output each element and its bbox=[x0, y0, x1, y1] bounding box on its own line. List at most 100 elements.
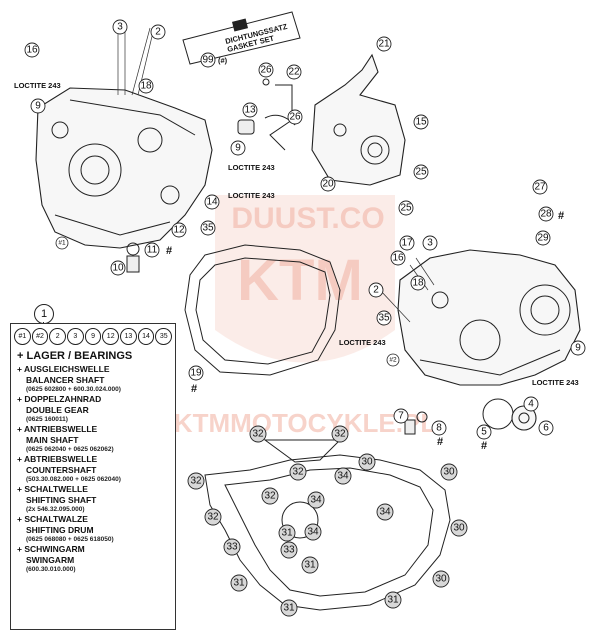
callout-35-right: 35 bbox=[376, 310, 392, 326]
svg-text:5: 5 bbox=[481, 427, 487, 438]
callout-34-b: 34 bbox=[307, 491, 325, 509]
callout-31-e: 31 bbox=[280, 599, 298, 617]
callout-15: 15 bbox=[413, 114, 429, 130]
legend-item-en: SWINGARM bbox=[26, 554, 75, 565]
callout-2-upper: 2 bbox=[150, 24, 166, 40]
svg-text:9: 9 bbox=[235, 143, 241, 154]
callout-22: 22 bbox=[286, 64, 302, 80]
callout-30-c: 30 bbox=[450, 519, 468, 537]
gasket-set-suffix: (#) bbox=[218, 56, 228, 65]
svg-text:11: 11 bbox=[147, 245, 158, 256]
callout-3-right: 3 bbox=[422, 235, 438, 251]
watermark: DUUST.CO KTM KTMMOTOCYKLE.PL bbox=[174, 195, 436, 438]
svg-text:31: 31 bbox=[283, 603, 295, 614]
svg-text:9: 9 bbox=[575, 343, 581, 354]
legend-chip: 35 bbox=[155, 328, 173, 345]
callout-32-d: 32 bbox=[187, 472, 205, 490]
callout-35-left: 35 bbox=[200, 220, 216, 236]
svg-text:35: 35 bbox=[378, 313, 390, 324]
legend-item-part-number: (0625 160011) bbox=[26, 416, 68, 423]
legend-chip: 3 bbox=[67, 328, 84, 345]
legend-item-de: + SCHALTWALZE bbox=[17, 514, 88, 524]
callout-4: 4 bbox=[523, 396, 539, 412]
callout-3-upper: 3 bbox=[112, 19, 128, 35]
callout-25-top: 25 bbox=[413, 164, 429, 180]
side-cover bbox=[311, 53, 406, 186]
svg-text:20: 20 bbox=[322, 179, 334, 190]
gasket-19 bbox=[184, 244, 341, 376]
svg-text:18: 18 bbox=[412, 278, 424, 289]
callout-99: 99 bbox=[200, 52, 216, 68]
callout-29: 29 bbox=[535, 230, 551, 246]
loctite-label-5: LOCTITE 243 bbox=[532, 378, 579, 387]
callout-10: 10 bbox=[110, 260, 126, 276]
svg-text:#1: #1 bbox=[58, 240, 66, 247]
svg-text:28: 28 bbox=[540, 209, 552, 220]
callout-28: 28 bbox=[538, 206, 554, 222]
callout-33-a: 33 bbox=[223, 538, 241, 556]
svg-text:27: 27 bbox=[534, 182, 546, 193]
svg-text:14: 14 bbox=[206, 197, 218, 208]
callout-11: 11 bbox=[144, 242, 160, 258]
svg-text:31: 31 bbox=[281, 528, 293, 539]
callout-26-bottom: 26 bbox=[287, 109, 303, 125]
o-ring bbox=[482, 398, 514, 430]
svg-text:18: 18 bbox=[140, 81, 152, 92]
callout-30-d: 30 bbox=[432, 570, 450, 588]
legend-chip: 12 bbox=[102, 328, 120, 345]
svg-text:16: 16 bbox=[392, 253, 404, 264]
svg-text:30: 30 bbox=[435, 574, 447, 585]
legend-item-part-number: (0625 068080 + 0625 618050) bbox=[26, 536, 114, 543]
callout-32-a: 32 bbox=[249, 425, 267, 443]
legend-item-part-number: (0625 062040 + 0625 062062) bbox=[26, 446, 114, 453]
callout-18-left: 18 bbox=[138, 78, 154, 94]
legend-chip: 2 bbox=[49, 328, 67, 345]
callout-20: 20 bbox=[320, 176, 336, 192]
callout-18-right: 18 bbox=[410, 275, 426, 291]
callout-34-a: 34 bbox=[334, 467, 352, 485]
legend-chip-row: #1 #2 2 3 9 12 13 14 35 bbox=[11, 324, 175, 347]
callout-9-mid: 9 bbox=[230, 140, 246, 156]
callout-25-bottom: 25 bbox=[398, 200, 414, 216]
legend-item: + SCHALTWALZE SHIFTING DRUM (0625 068080… bbox=[11, 514, 175, 544]
callout-26-top: 26 bbox=[258, 62, 274, 78]
svg-text:31: 31 bbox=[304, 560, 316, 571]
legend-item-de: + ABTRIEBSWELLE bbox=[17, 454, 98, 464]
callout-9-left: 9 bbox=[30, 98, 46, 114]
legend-item: + AUSGLEICHSWELLE BALANCER SHAFT (0625 6… bbox=[11, 364, 175, 394]
svg-text:2: 2 bbox=[373, 285, 379, 296]
legend-ref-callout: 1 bbox=[34, 304, 54, 324]
svg-text:32: 32 bbox=[207, 512, 219, 523]
callout-6: 6 bbox=[538, 420, 554, 436]
callout-31-d: 31 bbox=[384, 591, 402, 609]
svg-text:9: 9 bbox=[35, 101, 41, 112]
loctite-label-1: LOCTITE 243 bbox=[14, 81, 61, 90]
crankcase-half-right bbox=[397, 249, 581, 386]
svg-text:31: 31 bbox=[233, 578, 245, 589]
callout-30-a: 30 bbox=[358, 453, 376, 471]
loctite-label-4: LOCTITE 243 bbox=[339, 338, 386, 347]
svg-text:3: 3 bbox=[117, 22, 123, 33]
callout-9-right: 9 bbox=[570, 340, 586, 356]
gasket-set-envelope: DICHTUNGSSATZ GASKET SET bbox=[182, 11, 301, 65]
svg-text:8: 8 bbox=[436, 423, 442, 434]
legend-chip: 9 bbox=[84, 328, 102, 345]
legend-item-de: + DOPPELZAHNRAD bbox=[17, 394, 102, 404]
svg-text:34: 34 bbox=[307, 527, 319, 538]
callout-32-f: 32 bbox=[204, 508, 222, 526]
svg-text:19: 19 bbox=[190, 368, 202, 379]
svg-text:2: 2 bbox=[155, 27, 161, 38]
hash-mark-28: # bbox=[558, 210, 564, 222]
callout-16: 16 bbox=[24, 42, 40, 58]
gasket-bottom bbox=[204, 454, 451, 611]
svg-text:10: 10 bbox=[112, 263, 124, 274]
svg-text:29: 29 bbox=[537, 233, 549, 244]
legend-item-part-number: (503.30.082.000 + 0625 062040) bbox=[26, 476, 121, 483]
svg-text:#2: #2 bbox=[389, 357, 397, 364]
legend-chip: 13 bbox=[120, 328, 137, 345]
svg-text:7: 7 bbox=[398, 411, 404, 422]
hash-mark-8: # bbox=[437, 436, 443, 448]
legend-item-de: + ANTRIEBSWELLE bbox=[17, 424, 98, 434]
callout-27: 27 bbox=[532, 179, 548, 195]
